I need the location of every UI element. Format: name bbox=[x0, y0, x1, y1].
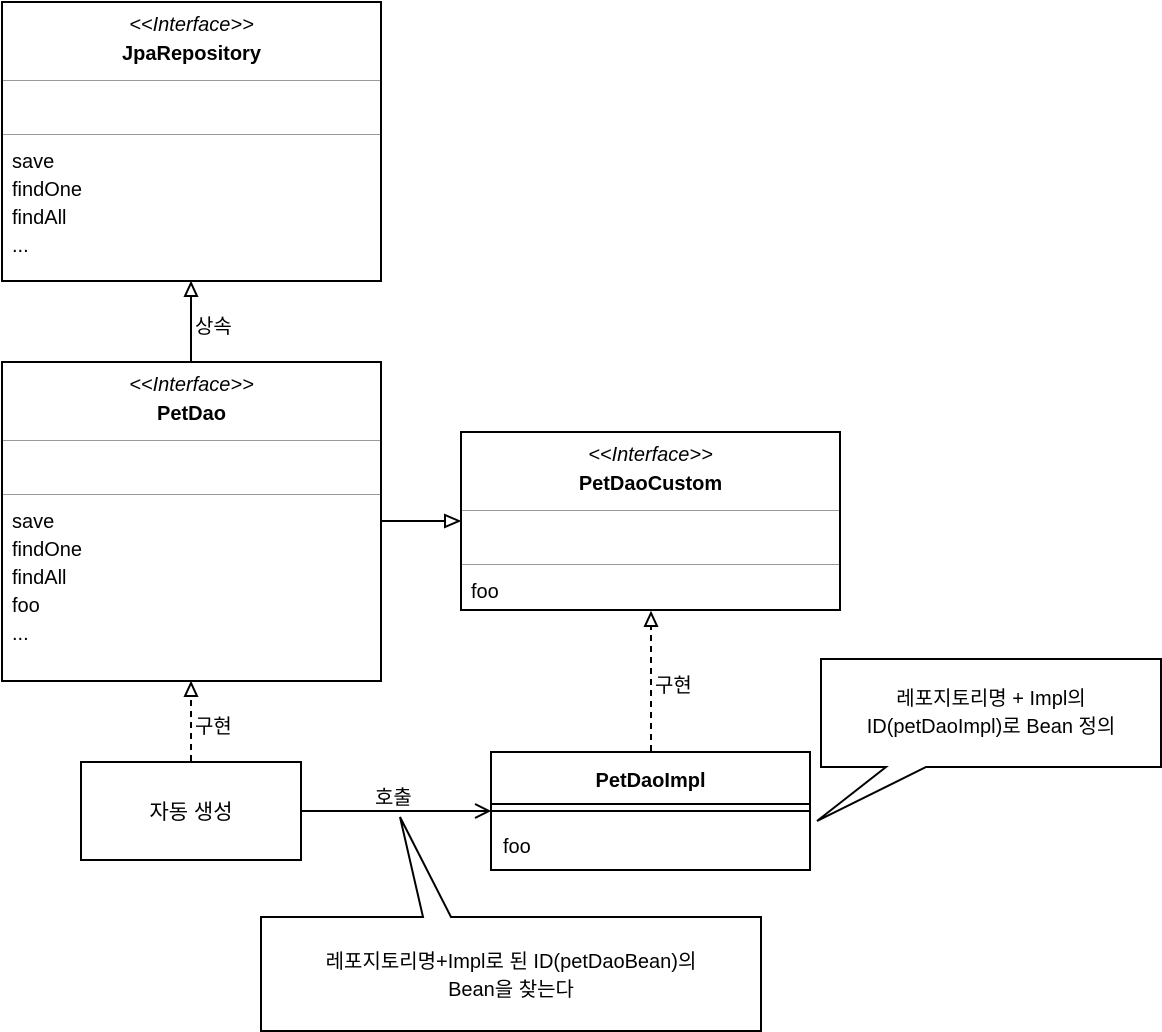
class-pet-dao-impl: PetDaoImpl foo bbox=[490, 751, 811, 871]
method-item: ... bbox=[12, 623, 29, 645]
callout-find-bean-shape bbox=[260, 816, 762, 1032]
implement-label-petdao: 구현 bbox=[195, 710, 232, 739]
method-item: save bbox=[12, 151, 55, 173]
class-name: PetDaoCustom bbox=[578, 473, 723, 495]
node-auto-generated: 자동 생성 bbox=[80, 761, 302, 861]
callout-find-bean: 레포지토리명+Impl로 된 ID(petDaoBean)의 Bean을 찾는다 bbox=[261, 948, 761, 1004]
realization-custom-edge bbox=[643, 610, 659, 751]
class-name: PetDao bbox=[157, 403, 226, 425]
callout-line: Bean을 찾는다 bbox=[448, 979, 574, 1001]
section-divider bbox=[3, 80, 380, 81]
extends-custom-edge bbox=[381, 513, 462, 529]
section-divider bbox=[492, 810, 809, 812]
extends-custom-arrowhead bbox=[444, 513, 462, 529]
method-item: foo bbox=[12, 595, 40, 617]
call-label: 호출 bbox=[375, 781, 412, 810]
callout-bean-definition-shape bbox=[816, 658, 1162, 822]
section-divider bbox=[3, 134, 380, 135]
method-item: findOne bbox=[12, 179, 83, 201]
method-list: foo bbox=[503, 833, 531, 861]
realization-custom-arrowhead bbox=[643, 610, 659, 627]
class-pet-dao-custom: <<Interface>> PetDaoCustom foo bbox=[460, 431, 841, 611]
callout-line: ID(petDaoImpl)로 Bean 정의 bbox=[866, 716, 1116, 738]
stereotype-label: <<Interface>> bbox=[129, 374, 254, 396]
inheritance-arrowhead bbox=[183, 280, 199, 297]
stereotype-label: <<Interface>> bbox=[129, 14, 254, 36]
method-list: save findOne findAll foo ... bbox=[12, 508, 82, 648]
method-list: foo bbox=[471, 578, 499, 606]
call-arrowhead bbox=[474, 803, 492, 819]
stereotype-label: <<Interface>> bbox=[588, 444, 713, 466]
realization-petdao-edge bbox=[183, 680, 199, 761]
callout-bean-definition: 레포지토리명 + Impl의 ID(petDaoImpl)로 Bean 정의 bbox=[821, 685, 1161, 741]
method-item: save bbox=[12, 511, 55, 533]
inheritance-edge bbox=[183, 280, 199, 361]
node-label: 자동 생성 bbox=[149, 801, 233, 824]
section-divider bbox=[492, 803, 809, 805]
method-item: ... bbox=[12, 235, 29, 257]
class-name: JpaRepository bbox=[122, 43, 261, 65]
method-item: foo bbox=[471, 581, 499, 603]
realization-petdao-arrowhead bbox=[183, 680, 199, 697]
call-edge bbox=[301, 803, 492, 819]
section-divider bbox=[3, 440, 380, 441]
inherit-label: 상속 bbox=[195, 310, 232, 339]
method-list: save findOne findAll ... bbox=[12, 148, 82, 260]
class-jpa-repository: <<Interface>> JpaRepository save findOne… bbox=[1, 1, 382, 282]
method-item: findAll bbox=[12, 567, 67, 589]
callout-line: 레포지토리명+Impl로 된 ID(petDaoBean)의 bbox=[325, 951, 697, 973]
method-item: findOne bbox=[12, 539, 83, 561]
section-divider bbox=[3, 494, 380, 495]
class-name: PetDaoImpl bbox=[595, 770, 706, 792]
callout-line: 레포지토리명 + Impl의 bbox=[896, 688, 1086, 710]
section-divider bbox=[462, 564, 839, 565]
method-item: foo bbox=[503, 836, 531, 858]
class-pet-dao: <<Interface>> PetDao save findOne findAl… bbox=[1, 361, 382, 682]
implement-label-custom: 구현 bbox=[655, 669, 692, 698]
section-divider bbox=[462, 510, 839, 511]
method-item: findAll bbox=[12, 207, 67, 229]
